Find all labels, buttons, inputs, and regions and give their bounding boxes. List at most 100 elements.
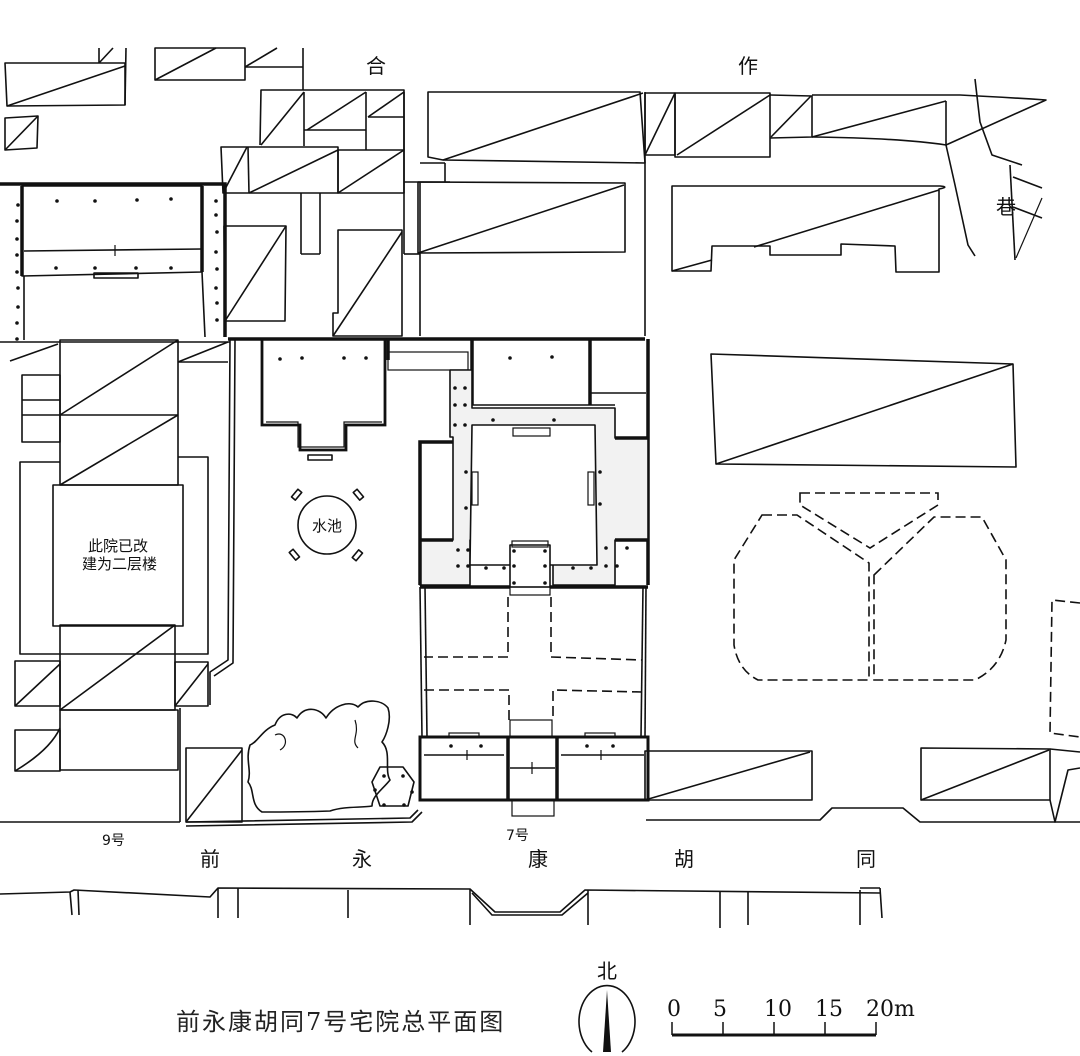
column-dot (300, 356, 304, 360)
column-dot (552, 418, 556, 422)
north-arrow-needle-icon (603, 990, 611, 1052)
column-dot (93, 199, 97, 203)
rebuilt-note-line1: 此院已改 (88, 537, 148, 555)
column-dot (463, 403, 467, 407)
scale-bar: 0 5 10 15 20m (667, 997, 915, 1037)
north-arrow-circle-icon (578, 984, 636, 1053)
column-dot (214, 199, 218, 203)
column-dot (15, 219, 19, 223)
drawing-title: 前永康胡同7号宅院总平面图 (176, 1008, 505, 1036)
column-dot (410, 790, 414, 794)
column-dot (135, 198, 139, 202)
house-number-9: 9号 (102, 833, 125, 849)
street-label-xiang: 巷 (996, 195, 1016, 219)
column-dot (215, 267, 219, 271)
column-dot (479, 744, 483, 748)
scale-tick-label: 10 (764, 997, 792, 1022)
column-dot (571, 566, 575, 570)
east-lane (945, 78, 1043, 261)
column-dot (402, 803, 406, 807)
street-label-kang: 康 (528, 847, 548, 871)
column-dot (93, 266, 97, 270)
column-dot (611, 744, 615, 748)
south-street-edge (0, 887, 883, 928)
column-dot (453, 386, 457, 390)
north-arrow: 北 (578, 959, 636, 1053)
column-dot (278, 357, 282, 361)
main-courtyard-no7 (386, 339, 650, 817)
street-label-tong: 同 (856, 847, 876, 871)
street-label-he: 合 (366, 54, 386, 78)
street-label-hu: 胡 (674, 847, 694, 871)
column-dot (589, 566, 593, 570)
street-label-zuo: 作 (738, 54, 758, 78)
column-dot (502, 566, 506, 570)
central-north-buildings (220, 89, 450, 337)
column-dot (342, 356, 346, 360)
column-dot (401, 774, 405, 778)
column-dot (543, 581, 547, 585)
column-dot (16, 203, 20, 207)
scale-tick-label: 5 (713, 997, 727, 1022)
column-dot (15, 321, 19, 325)
column-dot (512, 564, 516, 568)
column-dot (598, 502, 602, 506)
column-dot (508, 356, 512, 360)
column-dot (615, 564, 619, 568)
column-dot (456, 548, 460, 552)
column-dot (382, 803, 386, 807)
rebuilt-note-line2: 建为二层楼 (82, 555, 157, 573)
column-dot (604, 564, 608, 568)
column-dot (453, 423, 457, 427)
scale-tick-label: 20m (866, 997, 915, 1022)
column-dot (604, 546, 608, 550)
north-buildings (4, 47, 304, 151)
northwest-courtyard (0, 182, 230, 343)
street-label-yong: 永 (352, 847, 372, 871)
north-label: 北 (597, 959, 617, 983)
column-dot (456, 564, 460, 568)
column-dots (15, 197, 629, 807)
pond-label: 水池 (312, 517, 342, 535)
column-dot (15, 337, 19, 341)
column-dot (215, 230, 219, 234)
north-east-buildings (417, 91, 1047, 336)
scale-tick-label: 15 (815, 997, 843, 1022)
column-dot (214, 213, 218, 217)
column-dot (585, 744, 589, 748)
column-dot (382, 774, 386, 778)
column-dot (550, 355, 554, 359)
column-dot (466, 548, 470, 552)
column-dot (543, 564, 547, 568)
column-dot (134, 266, 138, 270)
column-dot (598, 470, 602, 474)
column-dot (484, 566, 488, 570)
column-dot (169, 197, 173, 201)
garden-courtyard (179, 337, 645, 827)
west-rebuilt-courtyard (0, 339, 229, 823)
column-dot (373, 788, 377, 792)
column-dot (214, 286, 218, 290)
column-dot (16, 286, 20, 290)
column-dot (364, 356, 368, 360)
column-dot (625, 546, 629, 550)
column-dot (215, 318, 219, 322)
column-dot (463, 423, 467, 427)
street-label-qian: 前 (200, 847, 220, 871)
column-dot (15, 270, 19, 274)
column-dot (464, 506, 468, 510)
column-dot (491, 418, 495, 422)
column-dot (215, 301, 219, 305)
scale-tick-label: 0 (667, 997, 681, 1022)
house-number-7: 7号 (506, 828, 529, 844)
column-dot (16, 305, 20, 309)
column-dot (463, 386, 467, 390)
column-dot (15, 237, 19, 241)
column-dot (449, 744, 453, 748)
column-dot (464, 470, 468, 474)
column-dot (453, 403, 457, 407)
east-side-buildings (644, 353, 1080, 823)
column-dot (55, 199, 59, 203)
column-dot (512, 549, 516, 553)
